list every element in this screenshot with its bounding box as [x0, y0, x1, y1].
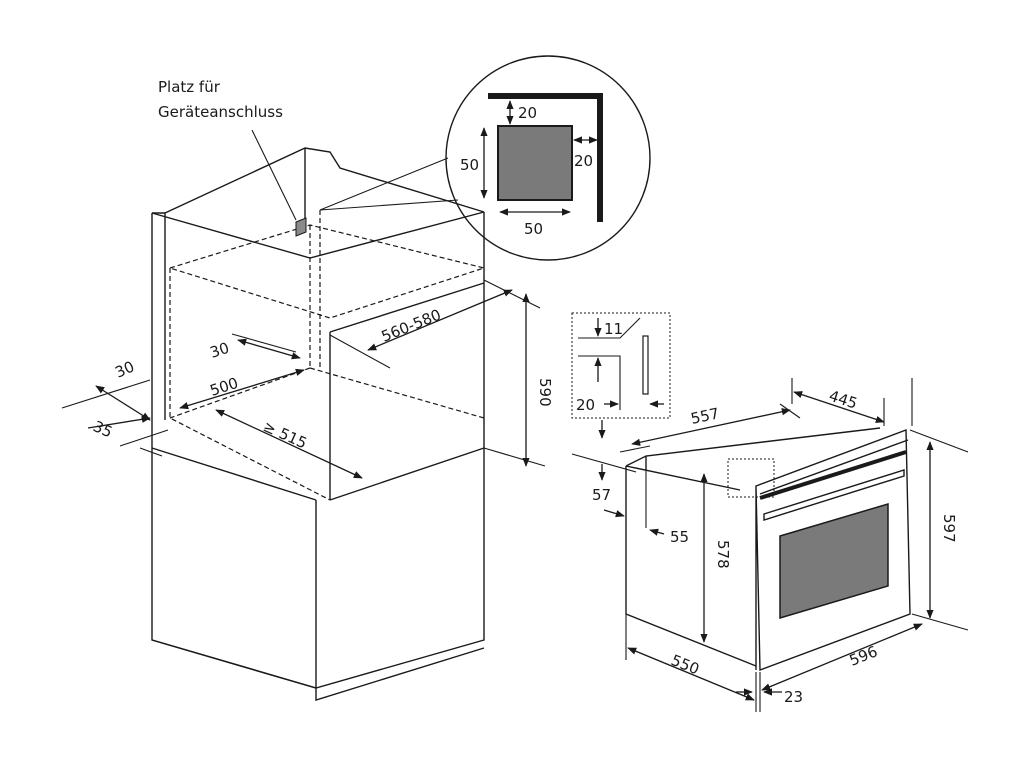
dim-line-top-30 — [237, 338, 301, 360]
dim-side-57: 57 — [592, 486, 611, 504]
inset-frame — [571, 312, 671, 419]
dim-line-500 — [179, 368, 305, 410]
detail-connection-box — [497, 125, 573, 201]
connection-leader-line — [251, 129, 297, 221]
niche-outline-dashed — [167, 224, 487, 501]
inset-20: 20 — [576, 396, 595, 414]
dim-total-depth: 557 — [689, 404, 721, 428]
oven-handle — [763, 469, 905, 521]
dim-door-thickness: 23 — [784, 688, 803, 706]
detail-circle: 20 20 50 50 — [445, 55, 651, 261]
dim-line-min-depth — [215, 409, 363, 479]
oven-detail-marker — [727, 458, 775, 498]
dim-front-height: 597 — [940, 514, 958, 543]
oven-drawing: 557 445 57 55 578 597 550 596 23 — [571, 378, 969, 712]
dim-line-596 — [761, 623, 923, 691]
dim-line-left-35 — [87, 415, 151, 429]
cabinet-top-board — [151, 147, 485, 259]
dim-line-557 — [631, 408, 791, 446]
dim-left-30: 30 — [112, 357, 137, 381]
inset-11: 11 — [604, 320, 623, 338]
cabinet-lower-body — [151, 448, 485, 689]
dim-min-depth: ≥ 515 — [260, 417, 309, 452]
mounting-inset: 11 20 — [571, 312, 671, 439]
detail-width: 50 — [524, 220, 543, 238]
connection-label-line2: Geräteanschluss — [158, 103, 283, 121]
oven-window — [779, 502, 889, 620]
connection-label-line1: Platz für — [158, 78, 221, 96]
detail-side-gap: 20 — [574, 152, 593, 170]
detail-corner-wall — [488, 93, 603, 222]
dim-line-445 — [793, 391, 885, 423]
connection-area-marker — [295, 217, 307, 237]
dim-line-550 — [627, 647, 755, 701]
cabinet-drawing: Platz für Geräteanschluss 560-580 590 30… — [61, 78, 554, 701]
dim-500: 500 — [208, 374, 241, 400]
cabinet-plinth — [315, 647, 485, 701]
dim-side-55: 55 — [670, 528, 689, 546]
detail-circle-outline — [445, 55, 651, 261]
dim-top-30: 30 — [208, 339, 232, 362]
dim-top-depth: 445 — [827, 387, 860, 413]
dim-front-width: 596 — [847, 642, 880, 669]
detail-height: 50 — [460, 156, 479, 174]
dim-height: 590 — [536, 378, 554, 407]
dim-line-width-range — [367, 289, 513, 351]
dim-width-range: 560-580 — [379, 306, 444, 346]
oven-control-strip — [759, 450, 907, 500]
dim-left-35: 35 — [90, 417, 115, 441]
detail-top-gap: 20 — [518, 104, 537, 122]
cabinet-left-panel — [151, 212, 166, 448]
dim-body-height: 578 — [714, 540, 732, 569]
dim-body-depth: 550 — [669, 651, 702, 678]
oven-front-panel — [755, 428, 911, 672]
dim-line-left-30 — [95, 385, 151, 421]
